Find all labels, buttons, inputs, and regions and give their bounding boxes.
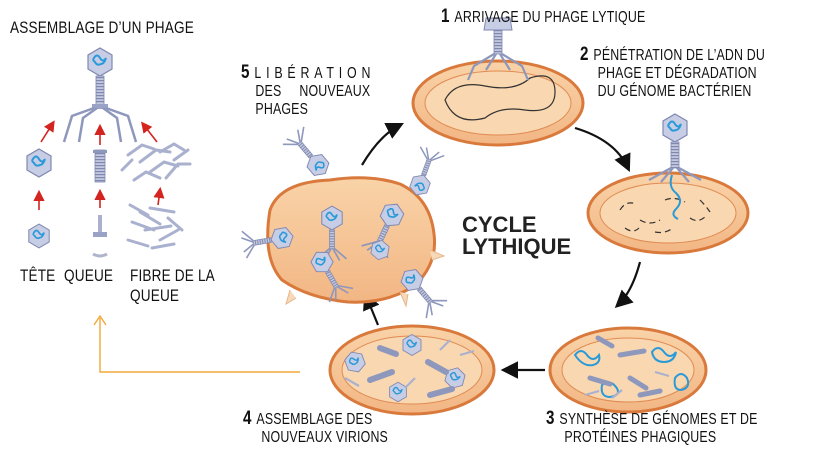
cycle-title: CYCLE LYTHIQUE [462,214,571,259]
red-arrow [41,123,53,142]
step-2-line1: PÉNÉTRATION DE L’ADN DU [593,47,765,64]
step-5-line2: DES NOUVEAUX [241,83,375,100]
label-fibre-line1: FIBRE DE LA [130,266,215,285]
cell-step-5-lysed [240,126,448,320]
label-queue: QUEUE [64,266,113,285]
step-3-line1: SYNTHÈSE DE GÉNOMES ET DE [559,411,757,428]
cycle-arrow-2-3 [618,262,640,305]
step-3-number: 3 [546,408,555,429]
cell-step-1 [413,18,583,145]
link-line [100,318,300,372]
cell-step-3 [550,328,706,412]
step-5-line3: PHAGES [241,101,375,118]
step-4-line1: ASSEMBLAGE DES [256,411,372,428]
cycle-title-line1: CYCLE [462,214,571,236]
cycle-arrow-1-2 [575,128,628,168]
step-4-number: 4 [243,408,252,429]
cell-step-2 [588,114,748,253]
step-4-line2: NOUVEAUX VIRIONS [243,429,388,446]
phage-head-icon [27,149,51,177]
cycle-arrow-5-1 [362,125,400,165]
cell-step-4 [330,326,494,414]
cycle-title-line2: LYTHIQUE [462,236,571,258]
step-2-line2: PHAGE ET DÉGRADATION [580,65,765,82]
label-fibre-line2: QUEUE [130,286,179,305]
step-2-line3: DU GÉNOME BACTÉRIEN [580,83,765,100]
step-1-number: 1 [441,6,450,27]
tail-fibres-icon [122,144,190,248]
step-3-line2: PROTÉINES PHAGIQUES [546,429,758,446]
assembly-title: ASSEMBLAGE D’UN PHAGE [10,18,194,37]
red-arrow [158,190,160,205]
label-tete: TÊTE [20,266,55,285]
phage-head-partial-icon [29,224,49,248]
step-2-number: 2 [580,44,589,65]
step-1-line1: ARRIVAGE DU PHAGE LYTIQUE [454,9,645,26]
step-5-number: 5 [241,62,250,83]
red-arrow [143,124,157,142]
step-5-line1: LIBÉRATION [254,65,375,82]
